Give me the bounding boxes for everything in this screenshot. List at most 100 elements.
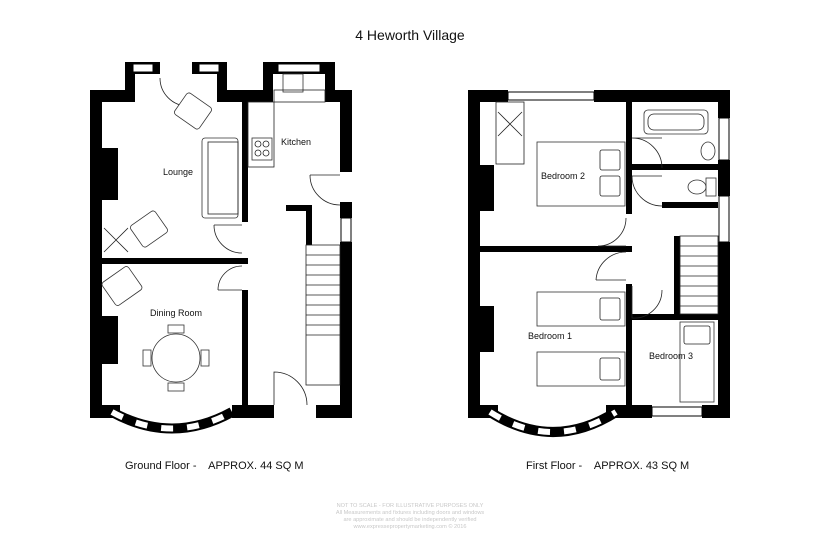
wall-wc-landing	[662, 202, 718, 208]
staircase	[305, 244, 341, 386]
wall-west	[90, 90, 102, 418]
disclaimer-line: All Measurements and fixtures including …	[335, 510, 485, 516]
door-swing	[217, 265, 243, 291]
page-title: 4 Heworth Village	[355, 27, 465, 43]
door-swing	[631, 175, 663, 207]
disclaimer-line: NOT TO SCALE - FOR ILLUSTRATIVE PURPOSES…	[336, 503, 484, 509]
wall-hall	[242, 290, 248, 418]
wall-east-mid	[340, 202, 352, 218]
ground-floor-area: APPROX. 44 SQ M	[208, 460, 304, 472]
wall-north-mid	[217, 90, 263, 102]
window	[651, 406, 703, 417]
window	[507, 91, 595, 101]
door-swing	[597, 217, 627, 247]
kitchen-counter	[273, 89, 326, 103]
bathtub	[643, 109, 709, 135]
door-swing	[213, 224, 243, 254]
chair	[167, 382, 185, 392]
chimney-breast	[102, 148, 118, 200]
first-floor-caption: First Floor - APPROX. 43 SQ M	[526, 460, 689, 472]
wall-stair	[674, 236, 680, 314]
first-floor-name: First Floor -	[526, 460, 583, 472]
door-swing	[631, 286, 663, 319]
room-label-bedroom-3: Bedroom 3	[649, 351, 693, 361]
cupboard-doors	[103, 227, 129, 253]
window	[198, 63, 220, 73]
wall-lounge-dining	[102, 258, 248, 264]
toilet	[687, 179, 707, 195]
wall-bed2-bath	[626, 102, 632, 214]
chimney-breast	[480, 165, 494, 211]
staircase	[679, 235, 719, 315]
washbasin	[700, 141, 716, 161]
chimney-breast	[102, 316, 118, 364]
front-door-swing	[273, 371, 308, 406]
sink	[282, 73, 304, 93]
ground-floor-caption: Ground Floor - APPROX. 44 SQ M	[125, 460, 304, 472]
wall-bed3-top	[632, 314, 718, 320]
chair	[200, 349, 210, 367]
window	[277, 63, 321, 73]
room-label-kitchen: Kitchen	[281, 137, 311, 147]
room-label-bedroom-2: Bedroom 2	[541, 171, 585, 181]
window	[340, 217, 352, 243]
wall-east-lower	[718, 242, 730, 418]
door-swing	[309, 174, 341, 206]
dining-table	[151, 333, 201, 383]
double-bed	[536, 141, 626, 207]
bay-side	[125, 74, 135, 102]
hob	[251, 137, 273, 161]
chair	[167, 324, 185, 334]
armchair	[130, 210, 168, 248]
wall-west	[468, 90, 480, 418]
bay-side	[217, 74, 227, 102]
wall-east-upper	[340, 90, 352, 172]
disclaimer-line: are approximate and should be independen…	[343, 517, 477, 523]
kitchen-side	[325, 74, 335, 102]
door-swing	[595, 251, 627, 281]
toilet-cistern	[705, 177, 717, 197]
single-bed	[536, 291, 626, 327]
room-label-bedroom-1: Bedroom 1	[528, 331, 572, 341]
first-floor-area: APPROX. 43 SQ M	[593, 460, 690, 472]
sofa	[201, 137, 239, 219]
window	[718, 117, 730, 161]
wall-kitchen	[242, 102, 248, 222]
chimney-breast	[480, 306, 494, 352]
disclaimer: NOT TO SCALE - FOR ILLUSTRATIVE PURPOSES…	[270, 503, 550, 531]
wall-south-hall	[250, 405, 274, 418]
ground-floor-name: Ground Floor -	[125, 460, 197, 472]
wardrobe-doors	[497, 111, 523, 137]
window	[718, 195, 730, 243]
bay-window-panes	[110, 409, 234, 432]
wall-bed2-bed1	[480, 246, 632, 252]
wall-east-top	[718, 90, 730, 118]
disclaimer-line: www.expressepropertymarketing.com © 2016	[353, 524, 467, 530]
wall-stair	[306, 205, 312, 245]
ground-floor-plan: Lounge Kitchen Dining Room	[90, 62, 352, 434]
wall-south-right	[702, 405, 730, 418]
wall-bath-wc	[632, 164, 718, 170]
wall-south-right	[316, 405, 352, 418]
wall-north-left	[90, 90, 125, 102]
door-swing	[631, 137, 663, 169]
armchair	[174, 92, 212, 130]
bay-window	[487, 407, 619, 437]
wall-east-mid	[718, 160, 730, 196]
wall-stair-top	[286, 205, 312, 211]
chair	[142, 349, 152, 367]
single-bed	[679, 321, 715, 403]
armchair	[101, 266, 143, 306]
kitchen-side	[263, 74, 273, 102]
wall-east-lower	[340, 242, 352, 418]
wardrobe	[495, 101, 525, 165]
room-label-lounge: Lounge	[163, 167, 193, 177]
window	[132, 63, 154, 73]
single-bed	[536, 351, 626, 387]
room-label-dining-room: Dining Room	[150, 308, 202, 318]
first-floor-plan: Bedroom 2 Bedroom 1 Bedroom 3	[468, 90, 730, 437]
wall-bed1-bed3	[626, 284, 632, 418]
wall-north-left	[468, 90, 508, 102]
wall-north-right	[594, 90, 730, 102]
